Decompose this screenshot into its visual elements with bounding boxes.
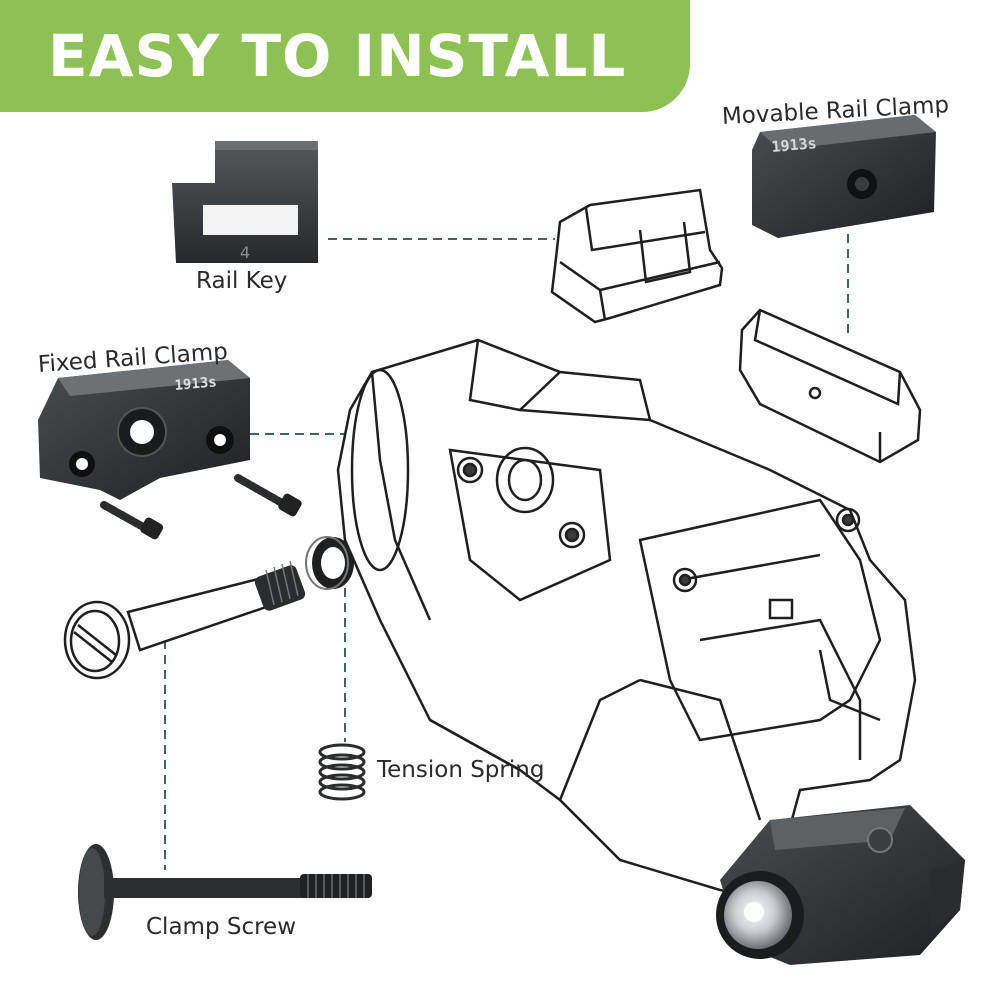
fixed-clamp-part: 1913s <box>38 360 250 500</box>
small-screws <box>100 474 302 540</box>
washer-part <box>305 536 354 590</box>
flashlight-body-outline <box>336 338 917 902</box>
small-screw-right <box>234 474 302 517</box>
movable-rail-outline <box>738 308 922 464</box>
movable-clamp-engraving: 1913s <box>771 134 818 156</box>
fixed-clamp-engraving: 1913s <box>174 374 217 394</box>
rail-key-outline <box>550 188 724 324</box>
tension-spring-part <box>318 743 366 801</box>
small-screw-left <box>100 501 164 540</box>
clamp-screw-part <box>78 844 372 940</box>
label-rail-key: Rail Key <box>196 268 288 294</box>
banner-title: EASY TO INSTALL <box>48 22 627 90</box>
label-clamp-screw: Clamp Screw <box>146 914 297 940</box>
assembled-light-photo <box>716 805 965 965</box>
movable-clamp-part: 1913s <box>752 115 936 238</box>
rail-key-mark: 4 <box>240 243 250 262</box>
label-tension-spring: Tension Spring <box>377 757 545 783</box>
rail-key-part: 4 <box>172 141 318 263</box>
title-banner: EASY TO INSTALL <box>0 0 690 112</box>
clamp-screw-outline <box>63 560 306 680</box>
